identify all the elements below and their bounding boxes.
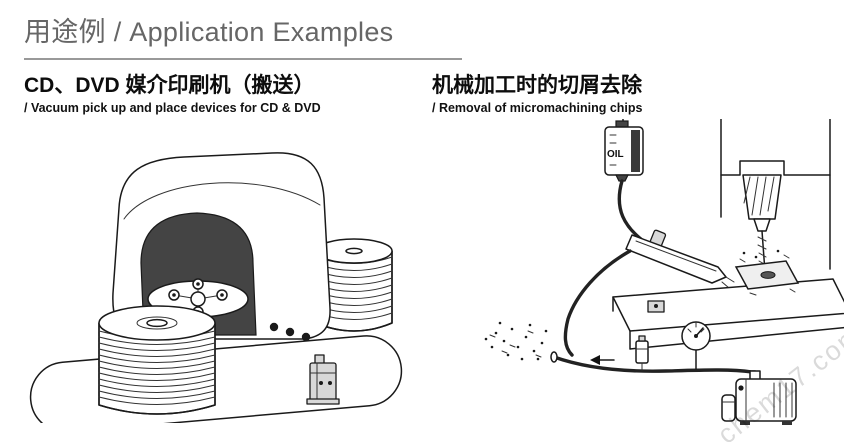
example-cd-dvd: CD、DVD 媒介印刷机（搬送） / Vacuum pick up and pl… — [24, 74, 428, 431]
hose-outlet — [550, 351, 558, 363]
picked-disc — [147, 278, 249, 318]
base-plate — [29, 335, 403, 424]
printer-machine-body — [112, 152, 331, 342]
oil-container: OIL — [604, 118, 644, 182]
example-cd-dvd-subtitle: / Vacuum pick up and place devices for C… — [24, 101, 321, 116]
vacuum-pump — [721, 370, 797, 426]
drill-press — [720, 118, 831, 273]
page-title: 用途例 / Application Examples — [24, 10, 462, 60]
cd-printer-illustration — [24, 123, 428, 424]
chip-removal-illustration: OIL — [438, 118, 844, 431]
example-chip-removal-title: 机械加工时的切屑去除 — [432, 74, 642, 97]
example-chip-removal: 机械加工时的切屑去除 / Removal of micromachining c… — [428, 74, 844, 431]
pressure-gauge — [681, 321, 711, 370]
chip-removal-drawing: OIL — [484, 118, 844, 426]
example-chip-removal-subtitle: / Removal of micromachining chips — [432, 101, 643, 116]
indicator-dots — [269, 322, 311, 342]
nozzle-hose — [563, 249, 632, 357]
cd-printer-drawing — [29, 152, 403, 424]
examples-columns: CD、DVD 媒介印刷机（搬送） / Vacuum pick up and pl… — [24, 74, 844, 431]
chips-on-workpiece — [739, 249, 796, 296]
example-cd-dvd-title: CD、DVD 媒介印刷机（搬送） — [24, 74, 315, 97]
flow-direction-arrow — [590, 355, 615, 366]
inline-filter — [635, 335, 649, 371]
transport-hose — [552, 355, 757, 374]
oil-label: OIL — [607, 149, 624, 160]
vacuum-ejector-unit — [306, 354, 340, 405]
workpiece-table — [612, 249, 844, 350]
cd-stack-left — [98, 305, 216, 415]
suction-nozzle — [625, 229, 735, 289]
chip-spray — [484, 321, 548, 361]
cd-stack-right — [315, 238, 393, 332]
